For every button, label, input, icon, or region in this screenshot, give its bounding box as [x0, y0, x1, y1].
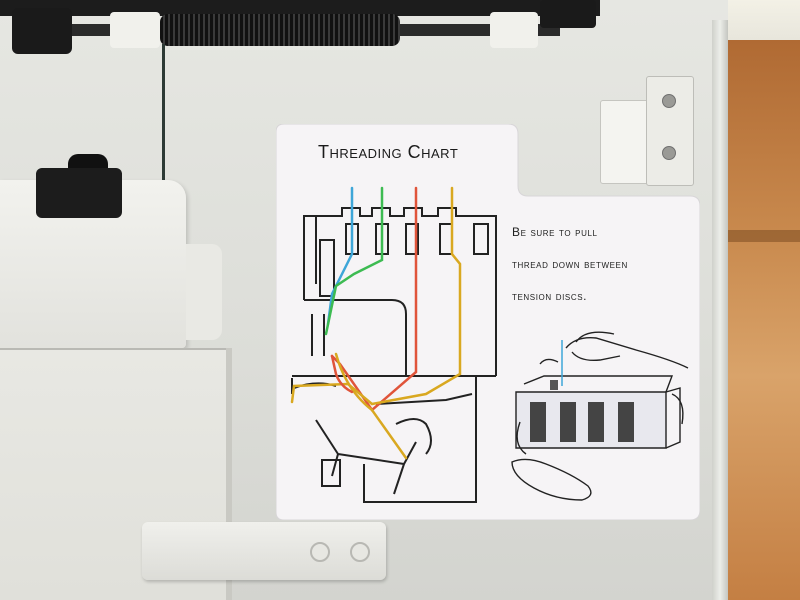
panel-edge — [712, 20, 728, 600]
screw-icon — [662, 94, 676, 108]
thread-wire — [162, 44, 165, 184]
shaft-end-knob — [12, 8, 72, 54]
instruction-line: thread down between — [512, 257, 628, 271]
shaft-bushing-left — [110, 12, 160, 48]
wooden-background — [728, 40, 800, 600]
screw-icon — [662, 146, 676, 160]
wood-shadow — [728, 230, 800, 242]
lower-left-edge — [226, 348, 232, 600]
instruction-line: tension discs. — [512, 289, 588, 303]
sticker-artwork — [276, 124, 700, 520]
thread-paths — [290, 186, 462, 460]
threading-chart-sticker: Threading Chart Be sure to pull thread d… — [276, 124, 700, 520]
bottom-bracket — [142, 522, 386, 580]
bracket-hole — [350, 542, 370, 562]
cover-latch — [36, 168, 122, 218]
shaft-clip — [540, 0, 596, 28]
cover-tab — [186, 244, 222, 340]
instruction-text: Be sure to pull thread down between tens… — [512, 216, 628, 312]
tension-discs-icon — [530, 340, 634, 442]
instruction-line: Be sure to pull — [512, 225, 598, 239]
shaft-bushing-right — [490, 12, 538, 48]
chart-title: Threading Chart — [318, 142, 459, 162]
bracket-hole — [310, 542, 330, 562]
coil-spring — [160, 14, 400, 46]
